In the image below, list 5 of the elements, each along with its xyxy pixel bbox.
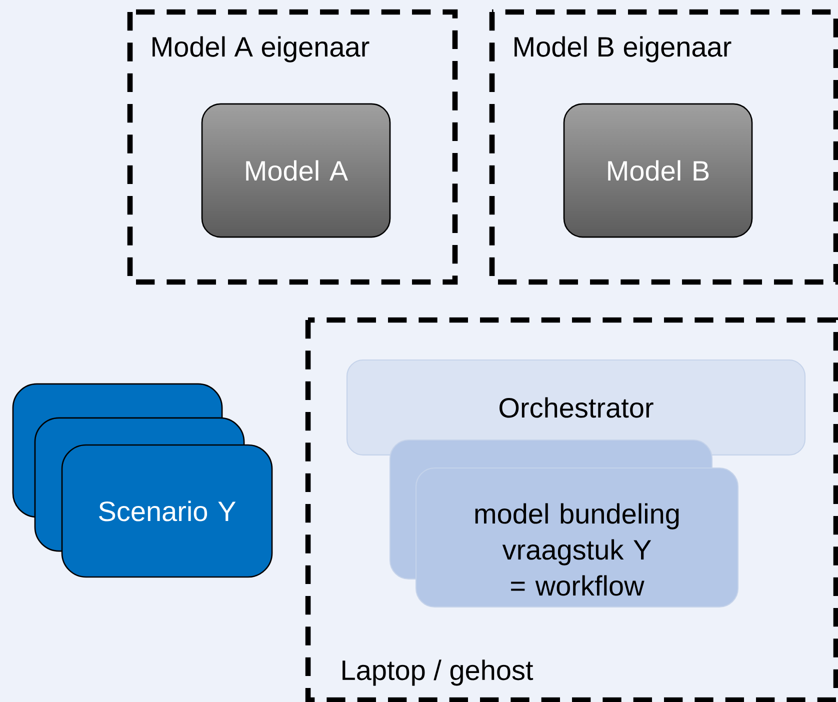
scenario-card: Scenario Y xyxy=(61,444,273,578)
model-box: Model B xyxy=(563,103,753,238)
node-label: = workflow xyxy=(511,575,644,596)
model-box: Model A xyxy=(201,103,391,238)
workflow-card: model bundeling vraagstuk Y = workflow xyxy=(389,440,739,608)
